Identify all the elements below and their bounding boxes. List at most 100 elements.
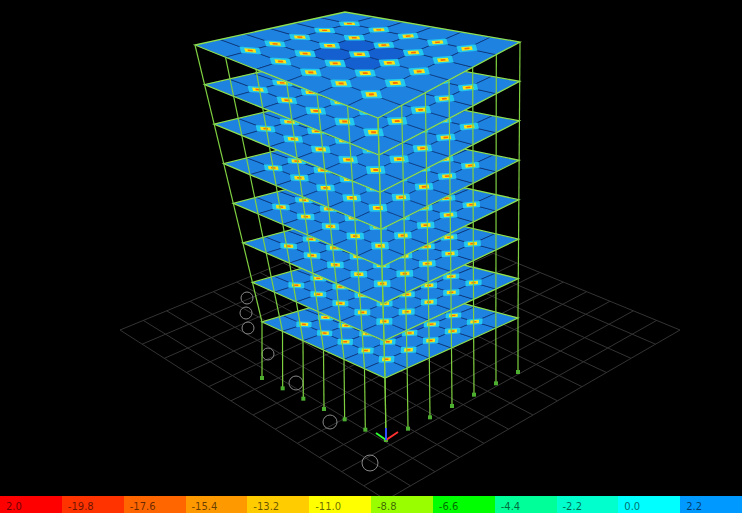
grid-line	[187, 244, 471, 373]
column	[449, 118, 451, 156]
stress-spot	[347, 23, 352, 24]
stress-spot	[324, 60, 346, 67]
stress-spot	[462, 85, 473, 89]
grid-line	[320, 301, 611, 457]
column	[407, 368, 409, 429]
stress-spot	[413, 69, 425, 74]
stress-spot	[288, 137, 299, 141]
stress-spot	[439, 96, 450, 101]
column	[313, 273, 318, 311]
column	[290, 263, 297, 302]
stress-spot	[408, 67, 430, 75]
stress-spot	[333, 63, 338, 65]
column	[403, 218, 405, 256]
stress-spot	[358, 347, 374, 353]
stress-spot	[417, 70, 422, 72]
column	[382, 267, 383, 304]
grid-line	[307, 253, 582, 386]
column	[318, 312, 323, 350]
stress-spot	[421, 223, 431, 227]
stress-spot	[427, 39, 448, 46]
column	[519, 121, 520, 160]
stress-spot	[399, 308, 415, 315]
stress-spot	[278, 61, 284, 63]
stress-spot	[373, 42, 394, 49]
legend-value: -6.6	[433, 501, 459, 512]
column	[405, 293, 407, 331]
stress-spot	[371, 242, 389, 249]
stress-spot	[404, 348, 413, 352]
grid-line	[253, 273, 540, 416]
stress-spot	[373, 206, 384, 210]
column	[380, 192, 381, 229]
stress-spot	[264, 40, 286, 47]
stress-spot	[456, 44, 477, 52]
legend-value: -2.2	[557, 501, 583, 512]
column	[287, 82, 292, 120]
stress-spot	[398, 233, 408, 237]
support	[472, 393, 476, 397]
column	[379, 155, 380, 192]
column	[348, 106, 350, 144]
column	[263, 108, 270, 147]
stress-spot	[391, 119, 403, 124]
stress-spot	[452, 315, 456, 317]
stress-spot	[308, 71, 314, 73]
stress-spot	[386, 341, 390, 343]
column	[292, 120, 297, 158]
legend-value: -4.4	[495, 501, 521, 512]
legend-swatch: -2.2	[557, 496, 619, 513]
column	[243, 243, 253, 283]
stress-spot	[417, 222, 435, 229]
stress-spot	[441, 250, 458, 257]
column	[406, 330, 408, 368]
stress-spot	[276, 96, 297, 104]
stress-spot	[276, 205, 286, 209]
column	[517, 279, 518, 318]
stress-spot	[280, 243, 297, 250]
stress-spot	[434, 95, 454, 103]
stress-spot	[382, 357, 391, 361]
stress-spot	[445, 252, 454, 256]
column	[274, 292, 282, 331]
stress-spot	[339, 21, 360, 26]
stress-spot	[449, 314, 458, 318]
grid-line	[142, 225, 423, 345]
column	[282, 331, 283, 388]
color-scale: 2.0-19.8-17.6-15.4-13.2-11.0-8.8-6.6-4.4…	[0, 496, 742, 513]
stress-spot	[462, 201, 480, 208]
legend-swatch: -4.4	[495, 496, 557, 513]
support	[428, 415, 432, 419]
stress-spot	[413, 144, 433, 152]
column	[429, 358, 431, 417]
stress-spot	[244, 48, 256, 52]
stress-spot	[415, 183, 434, 191]
stress-spot	[349, 51, 370, 58]
column	[451, 310, 453, 348]
stress-spot	[398, 33, 419, 40]
legend-value: 2.2	[680, 501, 702, 512]
column	[250, 175, 258, 214]
stress-spot	[309, 239, 313, 241]
stress-spot	[310, 109, 322, 113]
stress-spot	[465, 164, 475, 168]
stress-spot	[284, 244, 293, 248]
column	[380, 192, 381, 229]
stress-spot	[468, 242, 477, 246]
column	[473, 299, 474, 338]
stress-spot	[348, 36, 360, 39]
stress-spot	[304, 252, 321, 259]
column	[332, 245, 336, 283]
stress-spot	[313, 110, 318, 112]
column	[364, 369, 366, 430]
stress-spot	[302, 53, 307, 55]
stress-spot	[294, 50, 316, 57]
stress-spot	[361, 90, 383, 98]
support	[494, 381, 498, 385]
stress-spot	[319, 43, 341, 49]
column	[495, 328, 496, 383]
stress-spot	[436, 134, 456, 142]
stress-spot	[427, 285, 431, 287]
column	[495, 289, 496, 328]
grid-line	[400, 215, 680, 330]
